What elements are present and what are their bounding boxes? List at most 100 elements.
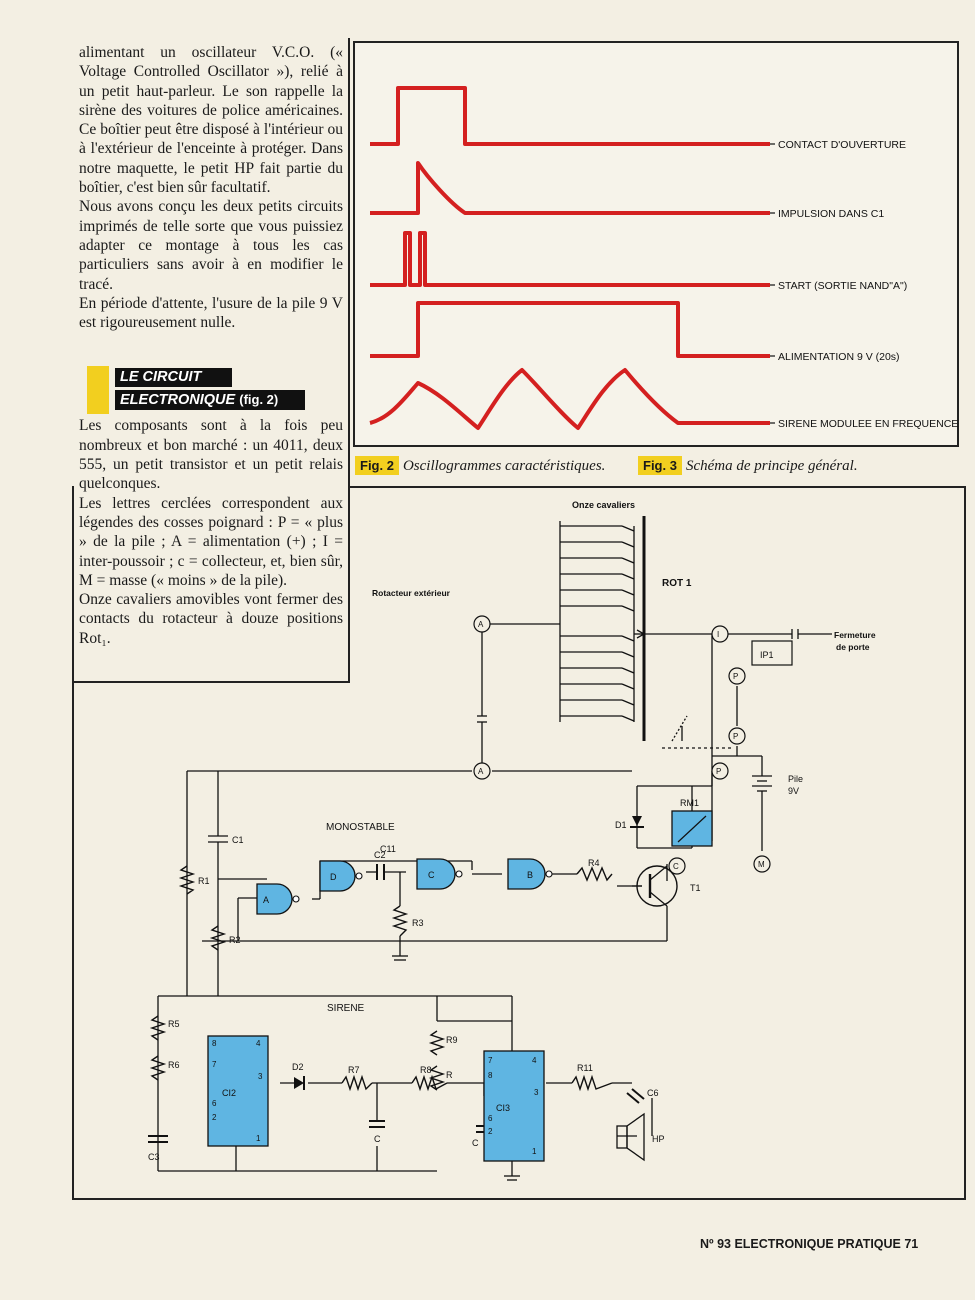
label-gate-d: D [330,872,337,882]
section-heading: LE CIRCUIT ELECTRONIQUE (fig. 2) [81,366,343,416]
label-r2: R2 [229,935,241,945]
resistors [149,865,613,1092]
trace-label: CONTACT D'OUVERTURE [778,139,906,151]
trace-label: IMPULSION DANS C1 [778,208,884,220]
paragraph: Les lettres cerclées correspondent aux l… [79,494,343,589]
node-p-label: P [733,672,738,681]
label-rm1: RM1 [680,798,699,808]
fig3-frame [72,486,966,1200]
trace-label: ALIMENTATION 9 V (20s) [778,351,900,363]
label-t1: T1 [690,883,701,893]
gate-d [319,860,356,892]
fig2-oscillogram-panel: CONTACT D'OUVERTURE IMPULSION DANS C1 ST… [350,38,962,451]
label-gate-c: C [428,870,435,880]
label-ip1: IP1 [760,650,774,660]
label-onze-cavaliers: Onze cavaliers [572,500,635,510]
label-fermeture-1: Fermeture [834,630,876,640]
label-hp: HP [652,1134,665,1144]
paragraph: Onze cavaliers amovibles vont fermer des… [79,591,343,647]
label-rot1: ROT 1 [662,578,692,589]
transistor-t1 [636,865,678,907]
label-r3: R3 [412,918,424,928]
paragraph: En période d'attente, l'usure de la pile… [79,294,343,332]
gate-c [416,858,456,890]
svg-text:8: 8 [212,1039,217,1048]
svg-text:7: 7 [488,1056,493,1065]
heading-line-1: LE CIRCUIT [115,368,232,388]
fig3-schematic: Onze cavaliers Rotacteur extérieur ROT 1… [148,500,876,1181]
diode-d2 [294,1077,304,1089]
label-c2: C2 [374,850,386,860]
label-ci2: CI2 [222,1088,236,1098]
gate-a [256,883,293,915]
label-r7: R7 [348,1065,360,1075]
fig2-label: Fig. 2 [355,456,399,475]
paragraph: Nous avons conçu les deux petits circuit… [79,198,343,293]
node-i-label: I [717,630,719,639]
left-column-frame [72,38,350,683]
node-m-label: M [758,860,765,869]
svg-text:1: 1 [256,1134,261,1143]
paragraph: Les composants sont à la fois peu nombre… [79,417,343,493]
heading-line-2: ELECTRONIQUE (fig. 2) [115,390,305,411]
label-sirene: SIRENE [327,1003,365,1014]
label-pile-1: Pile [788,774,803,784]
label-c3: C3 [148,1152,160,1162]
trace-impulse [370,161,770,215]
ghost-text-background [970,40,971,41]
paragraph: alimentant un oscillateur V.C.O. (« Volt… [79,44,343,197]
fig3-frame-top [348,486,964,488]
node-p-label: P [733,732,738,741]
label-c-left: C [374,1134,381,1144]
node-a-label: A [478,620,484,629]
svg-text:3: 3 [534,1088,539,1097]
label-r: R [446,1070,453,1080]
svg-text:2: 2 [212,1113,217,1122]
label-gate-b: B [527,870,533,880]
fig3-label: Fig. 3 [638,456,682,475]
svg-text:7: 7 [212,1060,217,1069]
label-ci3: CI3 [496,1103,510,1113]
label-pile-2: 9V [788,786,799,796]
node-circles [473,615,771,875]
heading-figref: (fig. 2) [239,392,279,408]
label-r11: R11 [577,1063,593,1073]
rotary-contacts [560,525,635,722]
svg-text:8: 8 [488,1071,493,1080]
gate-b [507,858,546,890]
label-rotacteur: Rotacteur extérieur [372,588,451,598]
trace-sirene [369,368,770,430]
fig2-caption-text: Oscillogrammes caractéristiques. [402,458,606,474]
trace-contact [370,86,770,146]
fig3-caption: Fig. 3 Schéma de principe général. [638,456,858,475]
svg-text:6: 6 [488,1114,493,1123]
fig2-oscillogram: CONTACT D'OUVERTURE IMPULSION DANS C1 ST… [353,41,959,447]
label-r1: R1 [198,876,210,886]
speaker-hp [616,1125,628,1149]
nand-gates [256,858,546,915]
label-c6: C6 [647,1088,659,1098]
label-r8: R8 [420,1065,432,1075]
label-c-right: C [472,1138,479,1148]
label-monostable: MONOSTABLE [326,822,395,833]
heading-accent-bar [87,366,109,415]
svg-text:4: 4 [256,1039,261,1048]
page-footer: Nº 93 ELECTRONIQUE PRATIQUE 71 [700,1237,919,1251]
trace-label: SIRENE MODULEE EN FREQUENCE [778,418,958,430]
heading-text-2: ELECTRONIQUE [120,392,236,409]
label-d2: D2 [292,1062,304,1072]
left-column-text: alimentant un oscillateur V.C.O. (« Volt… [79,43,343,648]
svg-text:4: 4 [532,1056,537,1065]
label-d1: D1 [615,820,627,830]
trace-alimentation [370,301,770,358]
diode-d1 [632,816,642,826]
heading-text-1: LE CIRCUIT [120,369,202,386]
node-c-label: C [673,862,679,871]
label-r5: R5 [168,1019,180,1029]
node-p-label: P [716,767,721,776]
label-r9: R9 [446,1035,458,1045]
label-gate-a: A [263,895,269,905]
trace-label: START (SORTIE NAND"A") [778,280,907,292]
switch-ip1 [751,640,793,666]
